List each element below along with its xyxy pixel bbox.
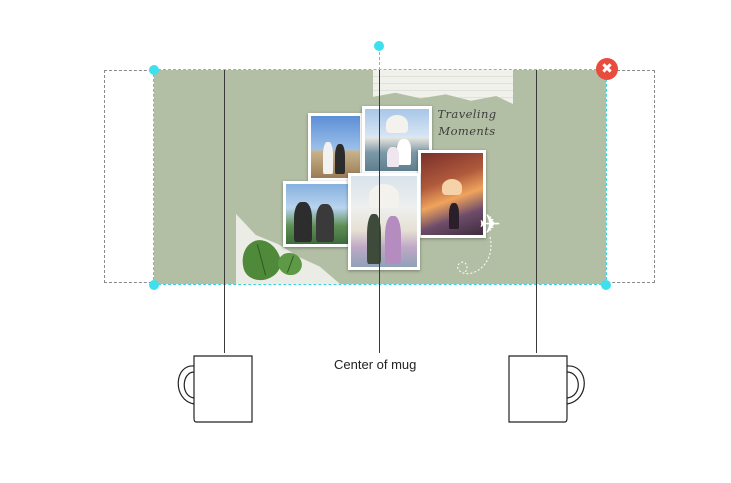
- design-canvas[interactable]: Traveling Moments ✈: [153, 69, 607, 285]
- resize-handle-bottom-right[interactable]: [601, 280, 611, 290]
- design-title: Traveling Moments: [432, 106, 502, 140]
- resize-handle-bottom-left[interactable]: [149, 280, 159, 290]
- resize-handle-top-left[interactable]: [149, 65, 159, 75]
- photo-arch-sunset: [418, 150, 486, 238]
- guide-line-right-handle: [536, 70, 537, 353]
- delete-button[interactable]: ✖: [596, 58, 618, 80]
- design-title-line2: Moments: [438, 124, 496, 138]
- design-title-line1: Traveling: [437, 107, 497, 121]
- torn-paper-top: [373, 70, 513, 104]
- heart-flight-path: [457, 236, 492, 275]
- photo-selfie: [283, 181, 353, 247]
- rotation-line: [379, 52, 380, 70]
- guide-line-left-handle: [224, 70, 225, 353]
- airplane-icon: ✈: [479, 210, 501, 240]
- guide-line-center: [379, 70, 380, 353]
- center-of-mug-label: Center of mug: [334, 357, 417, 372]
- rotate-handle[interactable]: [374, 41, 384, 51]
- mug-right-icon: [508, 355, 585, 423]
- mug-left-icon: [177, 355, 253, 423]
- photo-taj-couple: [348, 173, 420, 270]
- close-icon: ✖: [601, 61, 613, 77]
- photo-couple-sky: [308, 113, 363, 181]
